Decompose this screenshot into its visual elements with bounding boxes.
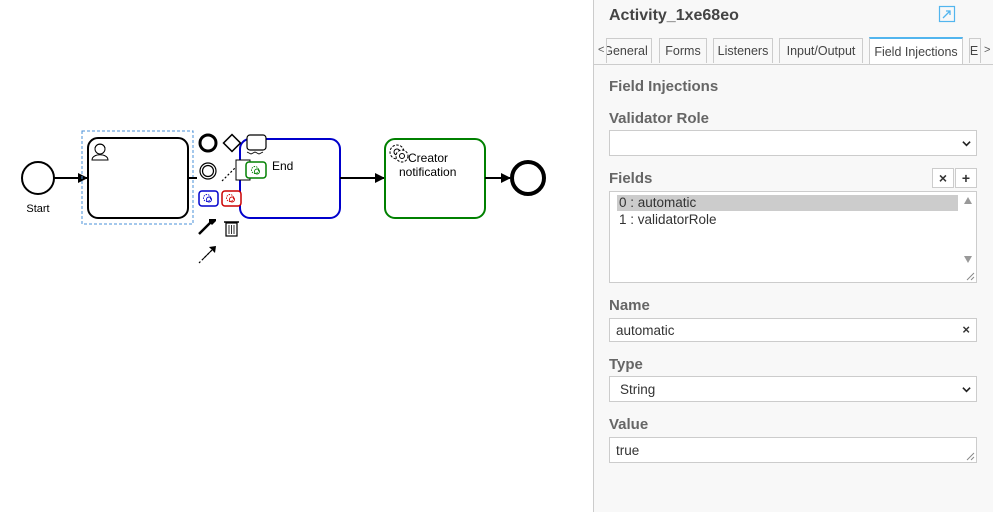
type-select[interactable]: String [609, 376, 977, 402]
expand-icon[interactable] [938, 5, 956, 23]
diagram-svg: Start End Creator notification [21, 130, 546, 264]
list-item[interactable]: 1 : validatorRole [619, 212, 717, 227]
tab-scroll-right-icon[interactable]: > [984, 44, 991, 56]
value-text: true [616, 443, 640, 458]
name-input[interactable]: automatic × [609, 318, 977, 342]
small-gear-icon [251, 166, 260, 175]
list-item[interactable]: 0 : automatic [617, 195, 958, 211]
connect-arrow-icon[interactable] [198, 246, 216, 264]
append-gateway-icon[interactable] [222, 133, 242, 153]
tab-listeners[interactable]: Listeners [713, 38, 773, 63]
tab-input-output[interactable]: Input/Output [779, 38, 863, 63]
add-field-button[interactable]: + [955, 168, 977, 188]
end-task-label: End [272, 159, 293, 173]
gear-icon [389, 144, 409, 163]
tab-e[interactable]: E [969, 38, 981, 63]
append-end-event-icon[interactable] [198, 133, 218, 153]
tab-forms[interactable]: Forms [659, 38, 707, 63]
validator-role-label: Validator Role [609, 110, 710, 127]
validator-role-select[interactable] [609, 130, 977, 156]
resize-handle-icon[interactable] [965, 451, 975, 461]
name-label: Name [609, 297, 650, 314]
remove-field-button[interactable]: × [932, 168, 954, 188]
type-label: Type [609, 356, 643, 373]
fields-label: Fields [609, 170, 653, 187]
wrench-icon[interactable] [198, 219, 216, 235]
tab-bar: < General Forms Listeners Input/Output F… [594, 36, 993, 65]
connect-dashed-icon[interactable] [221, 167, 236, 182]
trash-icon[interactable] [224, 221, 239, 237]
scroll-up-icon[interactable] [964, 197, 972, 204]
tab-scroll-left-icon[interactable]: < [598, 44, 605, 56]
small-gear-red-icon [226, 194, 235, 203]
resize-handle-icon[interactable] [965, 271, 975, 281]
chevron-down-icon [962, 141, 971, 147]
value-label: Value [609, 416, 649, 433]
append-service-task-green-icon[interactable] [245, 161, 267, 179]
user-icon [91, 143, 109, 161]
tab-general[interactable]: General [606, 38, 652, 63]
scroll-down-icon[interactable] [964, 256, 972, 263]
fields-listbox[interactable]: 0 : automatic 1 : validatorRole [609, 191, 977, 283]
name-value: automatic [616, 323, 675, 338]
service-task-label-line1: Creator [408, 151, 448, 165]
tiny-sequence-marker [246, 151, 264, 155]
start-event-label: Start [26, 203, 49, 215]
value-textarea[interactable]: true [609, 437, 977, 463]
append-service-task-red-icon[interactable] [221, 190, 242, 207]
small-gear-blue-icon [203, 194, 212, 203]
append-service-task-blue-icon[interactable] [198, 190, 219, 207]
service-task-label-line2: notification [399, 165, 456, 179]
section-title: Field Injections [609, 78, 719, 95]
intermediate-event-inner-ring [201, 164, 215, 178]
panel-title: Activity_1xe68eo [609, 7, 739, 24]
type-value: String [620, 382, 656, 397]
clear-name-icon[interactable]: × [962, 322, 970, 337]
bpmn-canvas[interactable]: Start End Creator notification [0, 0, 593, 512]
end-event[interactable] [510, 160, 546, 196]
start-event[interactable] [21, 161, 55, 195]
properties-panel: Activity_1xe68eo < General Forms Listene… [593, 0, 993, 512]
chevron-down-icon [962, 387, 971, 393]
tab-field-injections[interactable]: Field Injections [869, 37, 963, 64]
append-task-icon[interactable] [246, 134, 267, 151]
